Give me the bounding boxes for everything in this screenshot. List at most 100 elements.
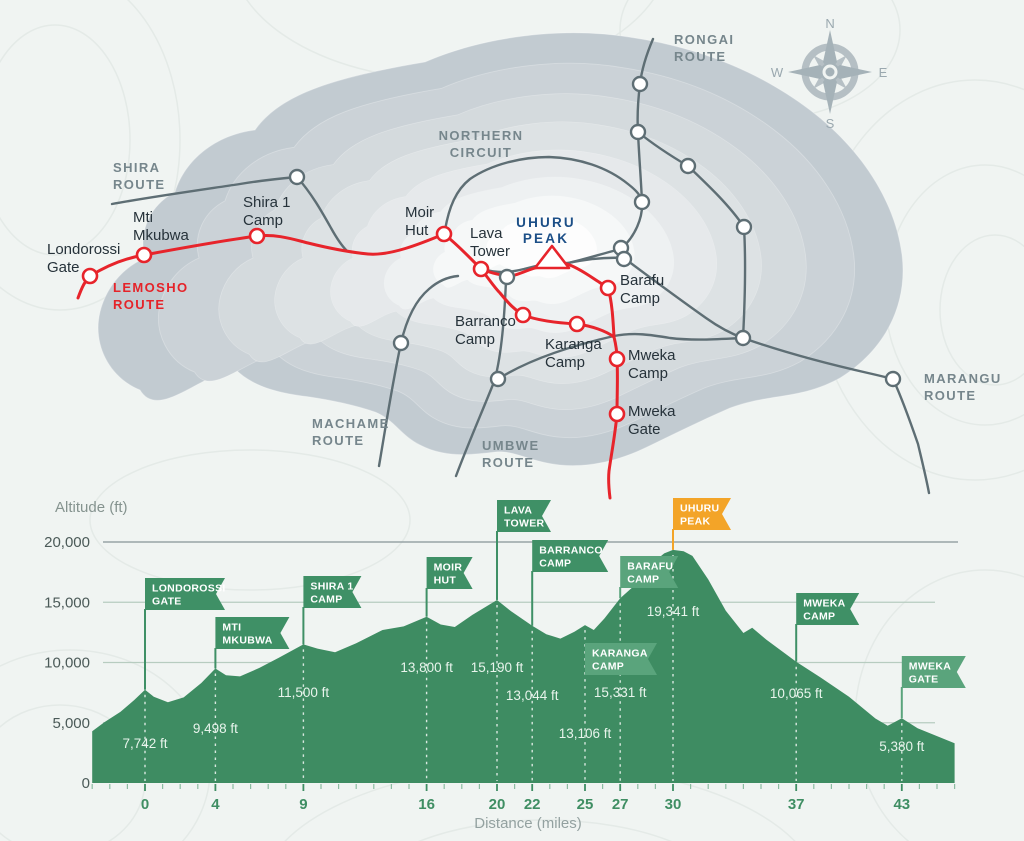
compass-north-label: N — [825, 16, 834, 31]
map-node — [633, 193, 651, 211]
camp-labels: Londorossi Gate Mti Mkubwa Shira 1 Camp … — [47, 194, 676, 438]
y-tick-label: 5,000 — [52, 715, 90, 732]
altitude-label-lava-tower: 15,190 ft — [471, 660, 524, 675]
kilimanjaro-map: Londorossi Gate Mti Mkubwa Shira 1 Camp … — [47, 16, 1002, 500]
flag-label: SHIRA 1 — [310, 581, 353, 593]
flag-banner — [796, 593, 860, 625]
y-tick-label: 20,000 — [44, 534, 90, 551]
x-tick-label: 0 — [141, 796, 149, 813]
flag-label: CAMP — [803, 611, 835, 623]
flag-label: MOIR — [434, 562, 463, 574]
flag-banner — [901, 656, 966, 688]
y-tick-label: 15,000 — [44, 594, 90, 611]
x-tick-label: 9 — [299, 796, 307, 813]
flag-label: CAMP — [627, 574, 659, 586]
camp-node-moir-hut — [435, 225, 453, 243]
x-tick-label: 4 — [211, 796, 220, 813]
map-node — [288, 168, 306, 186]
label-karanga-camp: Karanga — [545, 336, 602, 353]
camp-node-barranco — [514, 306, 532, 324]
label-mweka-camp: Mweka — [628, 347, 676, 364]
elevation-chart: 0 5,000 10,000 15,000 20,000 Altitude (ft) LON… — [44, 498, 966, 832]
flag-banner — [426, 557, 473, 589]
label-umbwe-route: UMBWE — [482, 438, 540, 453]
label-barranco-camp: Barranco — [455, 313, 516, 330]
flag-banner — [215, 617, 290, 649]
label-mweka-gate: Mweka — [628, 403, 676, 420]
camp-node-mti-mkubwa — [135, 246, 153, 264]
flag-banner — [145, 578, 225, 610]
flag-label: MTI — [222, 622, 241, 634]
label-shira-route: SHIRA — [113, 160, 160, 175]
route-path-east-down — [741, 225, 747, 340]
elevation-area — [92, 549, 955, 783]
flag-banner — [585, 643, 657, 675]
flag-label: CAMP — [592, 661, 624, 673]
flag-label: CAMP — [539, 558, 571, 570]
label-lemosho-route: ROUTE — [113, 297, 166, 312]
flag-label: BARRANCO — [539, 545, 603, 557]
flag-label: LONDOROSSI — [152, 583, 226, 595]
label-marangu-route: ROUTE — [924, 388, 977, 403]
x-tick-label: 43 — [893, 796, 910, 813]
flag-banner — [303, 576, 362, 608]
label-uhuru-peak: PEAK — [523, 231, 569, 246]
x-tick-label: 27 — [612, 796, 629, 813]
route-path-rongai — [636, 37, 655, 204]
map-node — [498, 268, 516, 286]
route-path-marangu — [891, 377, 931, 495]
flag-label: LAVA — [504, 505, 532, 517]
flag-label: GATE — [152, 596, 182, 608]
flag-banner — [532, 540, 609, 572]
label-shira-1-camp: Shira 1 — [243, 194, 291, 211]
compass-hub-dot — [825, 67, 835, 77]
label-lemosho-route: LEMOSHO — [113, 280, 189, 295]
flag-label: PEAK — [680, 516, 710, 528]
uhuru-peak-triangle — [533, 244, 571, 270]
route-labels: SHIRA ROUTE LEMOSHO ROUTE NORTHERN CIRCU… — [113, 32, 1002, 470]
map-node — [392, 334, 410, 352]
label-umbwe-route: ROUTE — [482, 455, 535, 470]
label-londorossi-gate: Gate — [47, 259, 80, 276]
map-node — [735, 218, 753, 236]
route-path-east-out — [741, 336, 895, 381]
x-tick-label: 16 — [418, 796, 435, 813]
camp-node-shira-1 — [248, 227, 266, 245]
label-karanga-camp: Camp — [545, 354, 585, 371]
flag-label: UHURU — [680, 503, 719, 515]
x-tick-label: 20 — [489, 796, 506, 813]
label-uhuru-peak: UHURU — [516, 215, 576, 230]
label-lava-tower: Lava — [470, 225, 503, 242]
x-tick-label: 37 — [788, 796, 805, 813]
camp-node-karanga — [568, 315, 586, 333]
x-tick-label: 25 — [577, 796, 594, 813]
y-tick-label: 10,000 — [44, 655, 90, 672]
camp-node-londorossi-gate — [81, 267, 99, 285]
label-mweka-gate: Gate — [628, 421, 661, 438]
label-marangu-route: MARANGU — [924, 371, 1002, 386]
x-tick-label: 22 — [524, 796, 541, 813]
label-moir-hut: Moir — [405, 204, 434, 221]
compass-west-label: W — [771, 65, 784, 80]
label-londorossi-gate: Londorossi — [47, 241, 120, 258]
flag-banner — [673, 498, 731, 530]
y-axis-title: Altitude (ft) — [55, 499, 128, 516]
map-node — [884, 370, 902, 388]
altitude-label-mti-mkubwa: 9,498 ft — [193, 721, 238, 736]
flag-banner — [497, 500, 551, 532]
altitude-label-barafu-camp: 15,331 ft — [594, 685, 647, 700]
camp-node-mweka-camp — [608, 350, 626, 368]
route-path-lemosho-approach — [76, 232, 483, 300]
